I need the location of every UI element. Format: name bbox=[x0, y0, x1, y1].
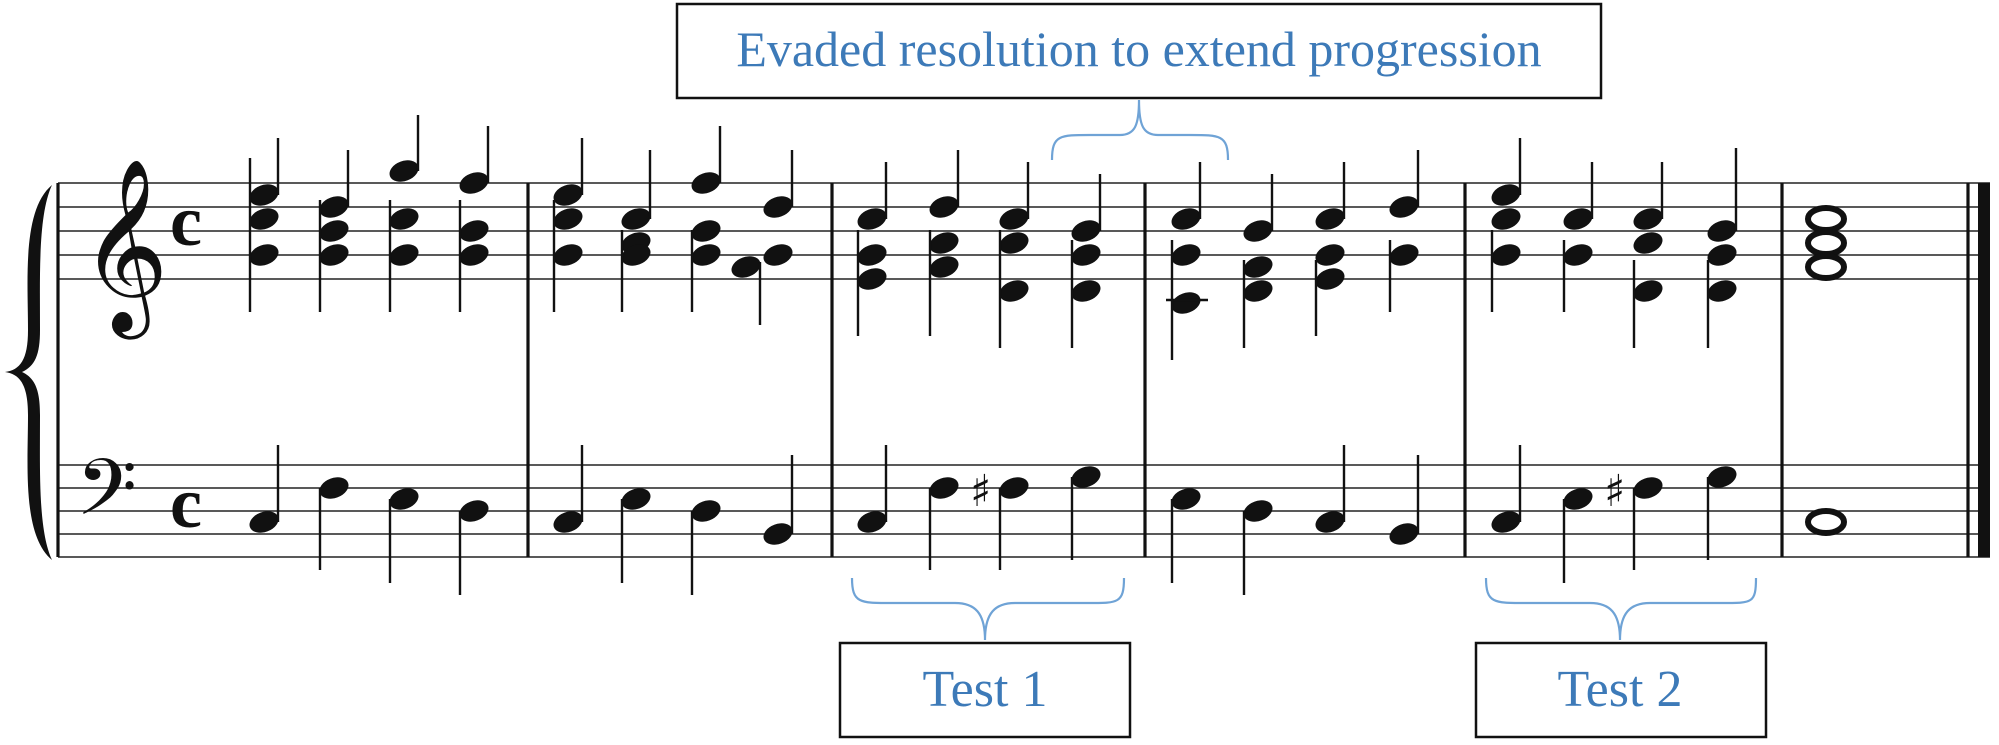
chord bbox=[388, 115, 420, 312]
system-brace bbox=[5, 185, 52, 560]
chord bbox=[1632, 162, 1664, 348]
chord bbox=[690, 126, 722, 312]
annotation-label: Evaded resolution to extend progression bbox=[736, 21, 1541, 77]
chord bbox=[1490, 138, 1522, 312]
chord bbox=[1562, 162, 1594, 312]
test1-brace bbox=[850, 577, 1126, 641]
bass-notes: ♯ ♯ bbox=[249, 445, 1847, 595]
chord bbox=[552, 138, 584, 312]
test1-box bbox=[838, 641, 1132, 739]
evaded-resolution-annotation: Evaded resolution to extend progression bbox=[675, 2, 1603, 161]
chord bbox=[1242, 174, 1274, 348]
test1-label: Test 1 bbox=[923, 661, 1048, 718]
bass-staff bbox=[58, 464, 1990, 558]
bass-time-signature: c bbox=[170, 463, 202, 543]
barlines bbox=[56, 183, 1990, 557]
chord bbox=[1070, 174, 1102, 348]
bass-clef-icon: 𝄢 bbox=[76, 443, 137, 553]
test2-box bbox=[1474, 641, 1768, 739]
sharp-icon: ♯ bbox=[970, 466, 991, 517]
treble-staff bbox=[58, 182, 1990, 280]
chord bbox=[998, 162, 1030, 348]
annotation-box bbox=[675, 2, 1603, 100]
chord bbox=[248, 138, 280, 312]
chord bbox=[1166, 162, 1208, 360]
treble-notes bbox=[248, 115, 1847, 360]
treble-time-signature: c bbox=[170, 181, 202, 261]
final-barline bbox=[1978, 183, 1990, 557]
chord bbox=[1314, 162, 1346, 336]
test2-brace bbox=[1484, 577, 1758, 641]
whole-chord bbox=[1805, 205, 1847, 281]
treble-clef-icon: 𝄞 bbox=[80, 158, 169, 340]
test2-label: Test 2 bbox=[1558, 661, 1683, 718]
annotation-brace bbox=[1050, 99, 1230, 161]
sharp-icon: ♯ bbox=[1604, 466, 1625, 517]
chord bbox=[731, 150, 794, 325]
chord bbox=[318, 150, 350, 312]
test2-annotation: Test 2 bbox=[1474, 577, 1768, 739]
chord bbox=[928, 150, 960, 336]
test1-annotation: Test 1 bbox=[838, 577, 1132, 739]
chord bbox=[620, 150, 652, 312]
chord bbox=[458, 126, 490, 312]
chord bbox=[1706, 148, 1738, 348]
chord bbox=[1388, 150, 1420, 312]
chord bbox=[856, 162, 888, 336]
